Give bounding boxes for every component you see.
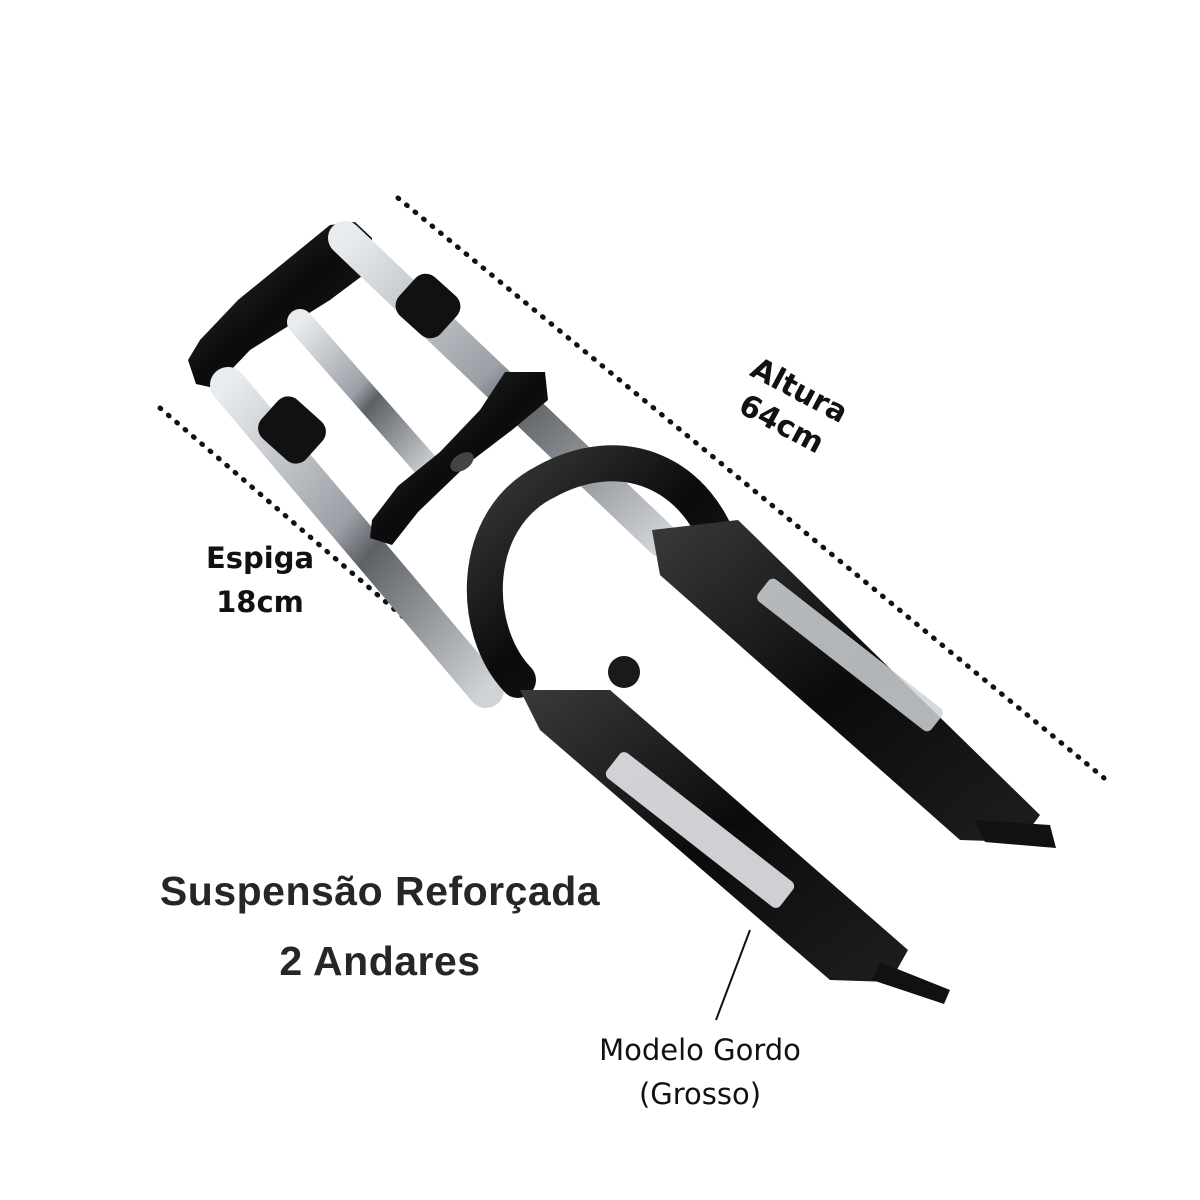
bumper-ring-lower [258, 396, 326, 464]
model-pointer-line [715, 929, 751, 1021]
decal-back [757, 578, 943, 732]
product-title: Suspensão Reforçada 2 Andares [110, 856, 650, 996]
model-label: Modelo Gordo (Grosso) [540, 1028, 860, 1116]
product-title-line2: 2 Andares [279, 938, 481, 984]
dropout-front [872, 962, 950, 1004]
stanchion-center [287, 309, 443, 483]
lower-leg-back [652, 520, 1040, 842]
height-dimension-line [395, 195, 1107, 781]
arch-bolt-left [608, 656, 640, 688]
fork-drawing [188, 221, 1056, 1004]
dropout-back [975, 820, 1056, 848]
model-label-line1: Modelo Gordo [599, 1033, 801, 1067]
top-crown [188, 222, 372, 388]
crown-bolt-hole [450, 452, 474, 472]
steerer-label-value: 18cm [216, 585, 304, 619]
bumper-ring-upper [395, 273, 461, 339]
decal-front [605, 752, 795, 908]
steerer-label: Espiga 18cm [180, 536, 340, 624]
steerer-label-title: Espiga [205, 541, 315, 575]
product-title-line1: Suspensão Reforçada [159, 868, 601, 914]
model-label-line2: (Grosso) [638, 1077, 762, 1111]
fork-arch [466, 445, 743, 698]
